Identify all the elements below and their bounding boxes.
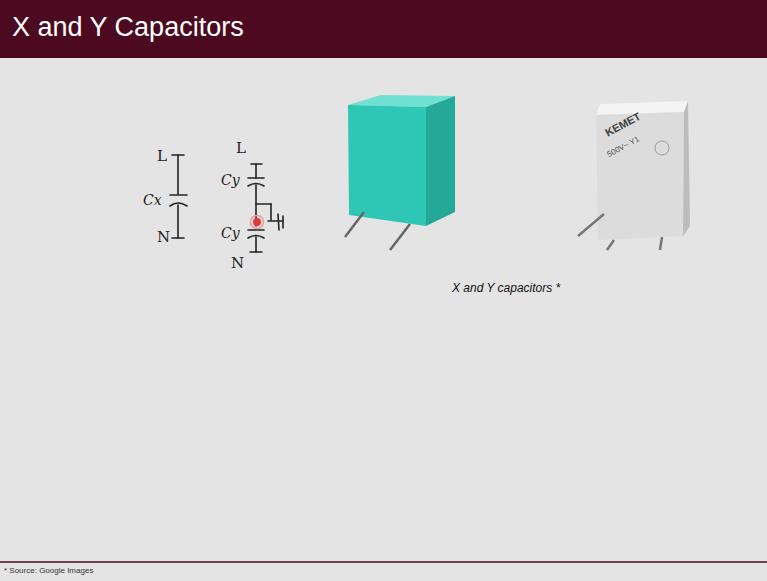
- image-caption: X and Y capacitors *: [452, 282, 560, 295]
- source-note: * Source: Google Images: [4, 567, 93, 576]
- terminal-label: N: [157, 229, 170, 246]
- terminal-label: L: [236, 140, 246, 157]
- component-label: Cx: [143, 193, 162, 208]
- terminal-label: N: [231, 255, 244, 272]
- component-label: Cy: [221, 173, 240, 188]
- slide-title: X and Y Capacitors: [12, 13, 244, 43]
- terminal-label: L: [157, 148, 167, 165]
- component-label: Cy: [221, 226, 240, 241]
